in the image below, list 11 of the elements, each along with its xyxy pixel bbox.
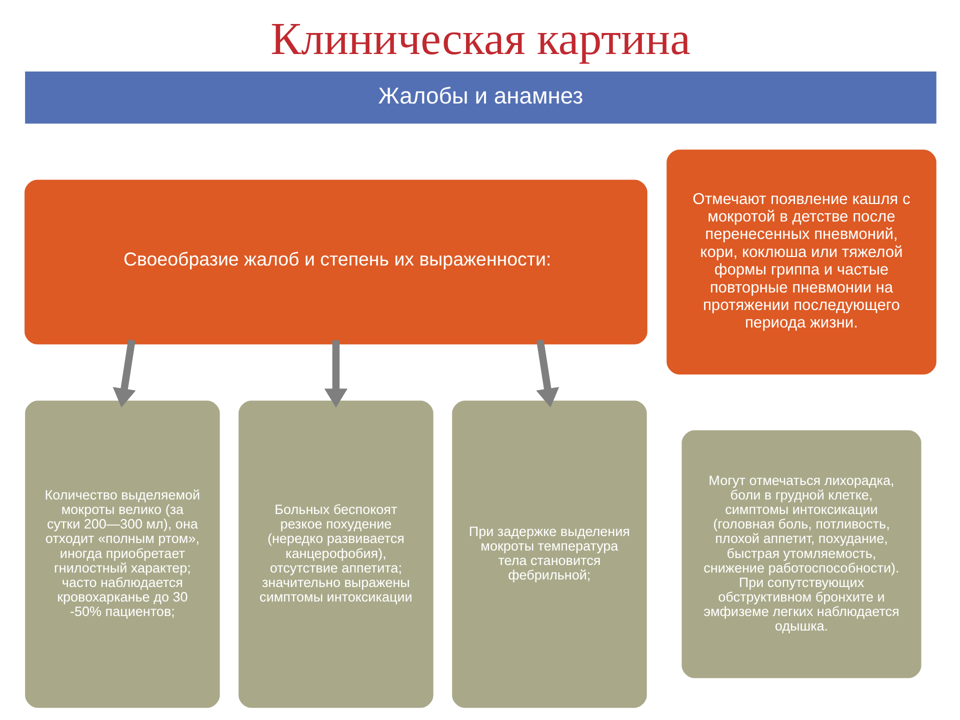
arrow (112, 339, 136, 407)
node-box: При задержке выделения мокроты температура тела становится фебрильной; (452, 400, 646, 708)
arrow (324, 340, 348, 408)
node-box: Отмечают появление кашля с мокротой в детстве после перенесенных пневмоний, кори, коклюша или тяжелой формы гриппа и частые повторные пневмонии на протяжении последующего периода жизни. (666, 149, 936, 374)
node-box: Количество выделяемой мокроты велико (за сутки 200—300 мл), она отходит «полным ртом», иногда приобретает гнилостный характер; часто наблюдается кровохарканье до 30 -50% пациентов; (24, 400, 220, 708)
node-box: Больных беспокоят резкое похудение (нередко развивается канцерофобия), отсутствие аппетита; значительно выражены симптомы интоксикации (238, 400, 433, 708)
node-box: Жалобы и анамнез (24, 71, 936, 124)
arrow (536, 339, 559, 407)
node-box: Своеобразие жалоб и степень их выраженности: (24, 179, 647, 344)
node-box: Могут отмечаться лихорадка, боли в грудной клетке, симптомы интоксикации (головная боль, потливость, плохой аппетит, похудание, быстрая утомляемость, снижение работоспособности). При сопутствующих обструктивном бронхите и эмфиземе легких наблюдается одышка. (681, 430, 921, 678)
diagram-title: Клиническая картина (270, 12, 690, 64)
